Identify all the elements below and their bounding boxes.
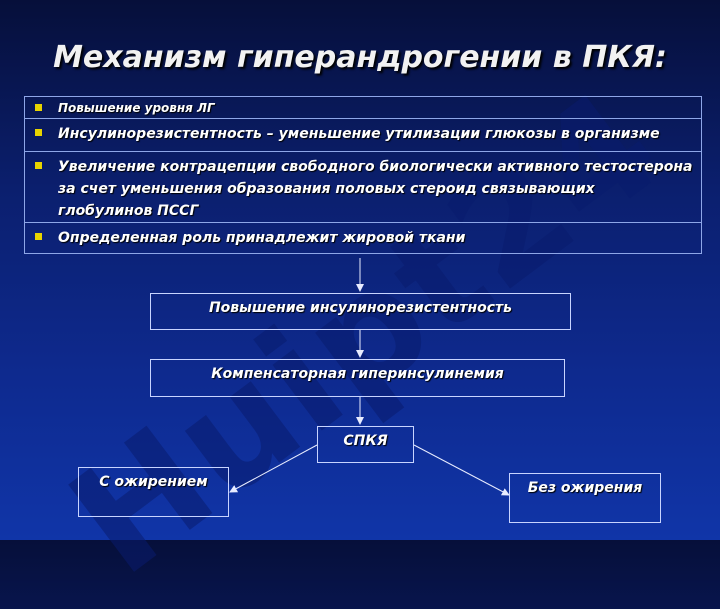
bullet-square-icon bbox=[35, 233, 42, 240]
flow-branch-without-obesity: Без ожирения bbox=[509, 473, 661, 523]
bullet-item: Увеличение контрацепции свободного биоло… bbox=[25, 151, 701, 222]
flow-step-hyperinsulinemia: Компенсаторная гиперинсулинемия bbox=[150, 359, 565, 397]
bullet-square-icon bbox=[35, 104, 42, 111]
flow-branch-with-obesity: С ожирением bbox=[78, 467, 229, 517]
bullet-square-icon bbox=[35, 129, 42, 136]
bullet-item: Инсулинорезистентность – уменьшение утил… bbox=[25, 118, 701, 151]
slide-title: Механизм гиперандрогении в ПКЯ: bbox=[53, 40, 667, 75]
bullet-text: Определенная роль принадлежит жировой тк… bbox=[58, 230, 466, 246]
bullet-text: Повышение уровня ЛГ bbox=[58, 101, 215, 115]
bullet-list: Повышение уровня ЛГ Инсулинорезистентнос… bbox=[24, 96, 702, 254]
bullet-item: Повышение уровня ЛГ bbox=[25, 97, 701, 118]
flow-connectors bbox=[229, 258, 510, 496]
bullet-square-icon bbox=[35, 162, 42, 169]
arrow-center-to-left bbox=[229, 444, 318, 493]
bullet-text: Увеличение контрацепции свободного биоло… bbox=[58, 159, 693, 219]
flow-step-insulin-resistance: Повышение инсулинорезистентность bbox=[150, 293, 571, 330]
bullet-text: Инсулинорезистентность – уменьшение утил… bbox=[58, 126, 660, 142]
bullet-item: Определенная роль принадлежит жировой тк… bbox=[25, 222, 701, 253]
arrow-center-to-right bbox=[413, 444, 510, 496]
flow-center-pcos: СПКЯ bbox=[317, 426, 414, 463]
